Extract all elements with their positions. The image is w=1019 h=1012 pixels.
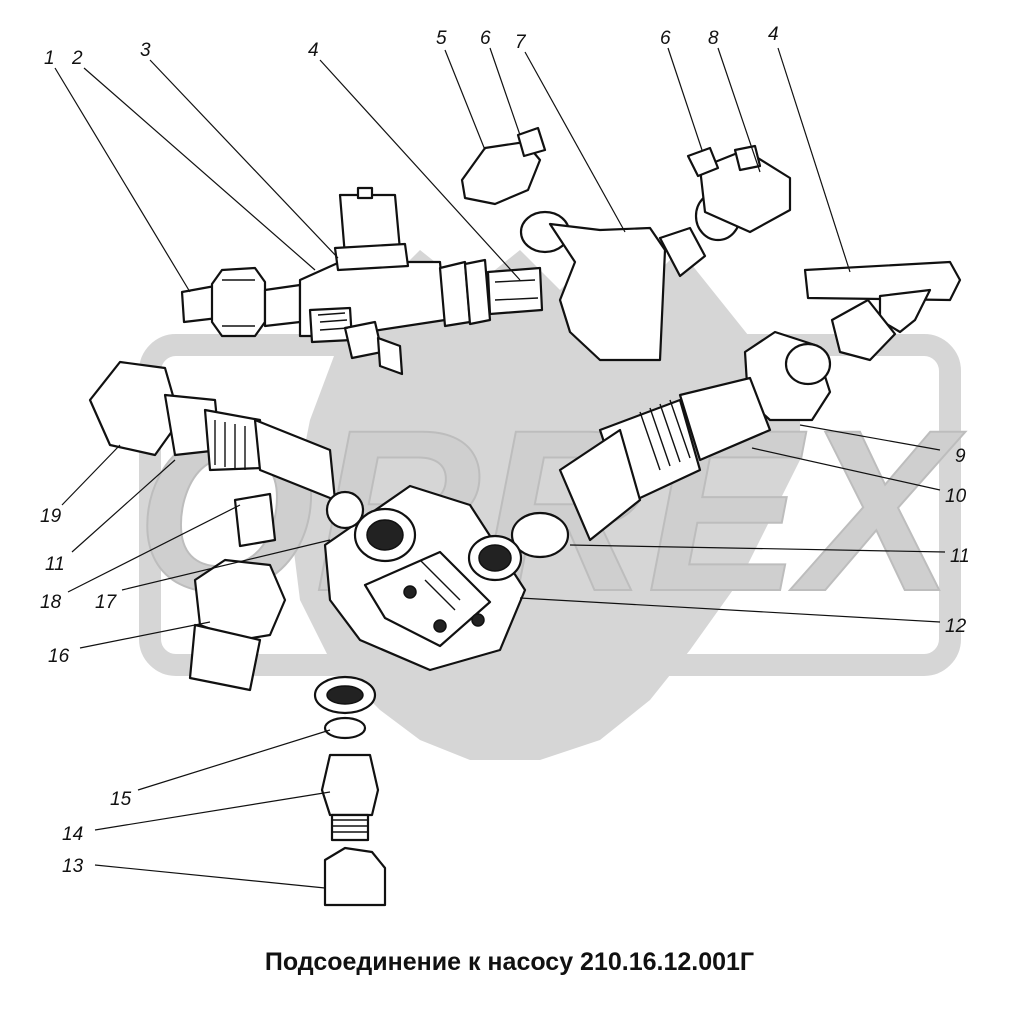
figure-caption: Подсоединение к насосу 210.16.12.001Г — [264, 948, 755, 976]
callout-11-left: 11 — [45, 554, 65, 575]
valve-left — [88, 360, 365, 548]
callout-labels: 1 2 3 4 5 6 7 6 8 4 9 10 11 12 19 11 18 … — [40, 24, 970, 877]
callout-4-right: 4 — [768, 24, 779, 45]
callout-15: 15 — [110, 789, 132, 810]
callout-19: 19 — [40, 506, 62, 527]
callout-6-right: 6 — [660, 28, 671, 49]
solenoid-valve-assembly — [180, 186, 544, 376]
tube-plug-right — [803, 260, 962, 362]
callout-8: 8 — [708, 28, 719, 49]
callout-6-left: 6 — [480, 28, 491, 49]
callout-14: 14 — [62, 824, 83, 845]
central-block — [323, 484, 527, 672]
callout-11-right: 11 — [950, 546, 970, 567]
leader-lines — [54, 47, 946, 889]
callout-3: 3 — [140, 40, 151, 61]
callout-12: 12 — [945, 616, 967, 637]
callout-18: 18 — [40, 592, 62, 613]
callout-10: 10 — [945, 486, 967, 507]
bottom-fittings — [313, 675, 387, 907]
callout-1: 1 — [44, 48, 55, 69]
callout-7: 7 — [515, 32, 527, 53]
callout-17: 17 — [95, 592, 118, 613]
valve-right — [510, 330, 832, 559]
callout-5: 5 — [436, 28, 447, 49]
callout-16: 16 — [48, 646, 70, 667]
fitting-16 — [188, 558, 287, 692]
callout-4-left: 4 — [308, 40, 319, 61]
watermark-text: ORREX — [136, 382, 966, 639]
hose-clamp-fittings — [460, 126, 792, 362]
callout-2: 2 — [71, 48, 83, 69]
callout-9: 9 — [955, 446, 966, 467]
callout-13: 13 — [62, 856, 84, 877]
